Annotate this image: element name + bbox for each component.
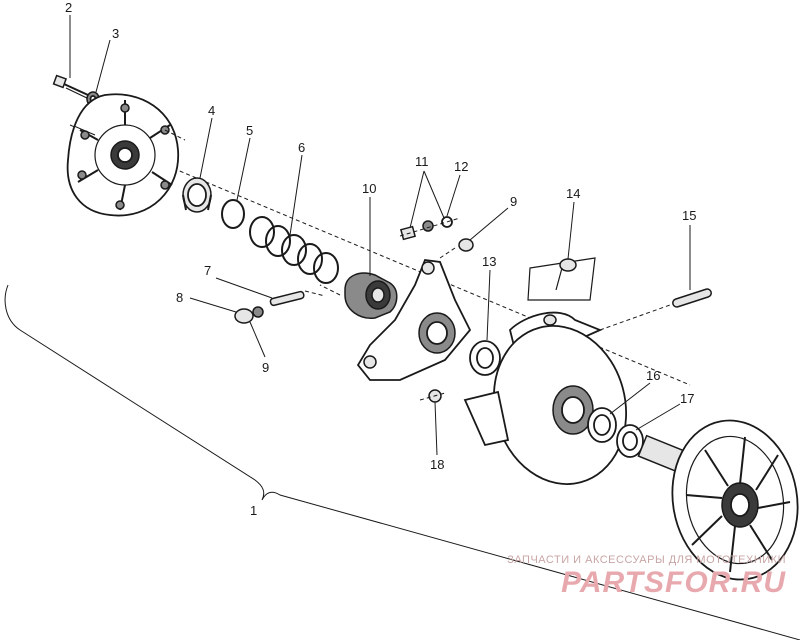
part-2-bolt bbox=[52, 74, 90, 100]
part-10-cup bbox=[344, 272, 398, 319]
callout-11: 11 bbox=[415, 154, 429, 169]
part-11-12-hardware bbox=[399, 216, 461, 241]
callout-17: 17 bbox=[680, 391, 694, 406]
callout-5: 5 bbox=[246, 123, 253, 138]
callout-3: 3 bbox=[112, 26, 119, 41]
part-1-bracket bbox=[4, 284, 800, 640]
callout-15: 15 bbox=[682, 208, 696, 223]
callout-14: 14 bbox=[566, 186, 580, 201]
cover-plate bbox=[66, 93, 179, 217]
callout-18: 18 bbox=[430, 457, 444, 472]
part-18-screw bbox=[419, 389, 446, 403]
callout-7: 7 bbox=[204, 263, 211, 278]
callout-4: 4 bbox=[208, 103, 215, 118]
callout-6: 6 bbox=[298, 140, 305, 155]
part-13-washer bbox=[469, 340, 501, 376]
part-8-9-button bbox=[234, 306, 264, 324]
part-5-snap-ring bbox=[221, 199, 245, 229]
moveable-sheave bbox=[463, 311, 628, 485]
callout-9-upper: 9 bbox=[510, 194, 517, 209]
callout-1: 1 bbox=[250, 503, 257, 518]
part-9-upper-button bbox=[439, 238, 474, 259]
part-16-bushing bbox=[587, 407, 617, 443]
callout-2: 2 bbox=[65, 0, 72, 15]
part-15-pin bbox=[599, 288, 712, 331]
part-4-bushing bbox=[182, 177, 212, 213]
part-6-spring bbox=[249, 216, 339, 284]
callout-16: 16 bbox=[646, 368, 660, 383]
callout-9-lower: 9 bbox=[262, 360, 269, 375]
part-7-pin bbox=[269, 290, 305, 307]
fixed-sheave bbox=[637, 419, 799, 581]
part-17-washer bbox=[616, 424, 644, 458]
part-14-decal bbox=[527, 257, 596, 301]
callout-10: 10 bbox=[362, 181, 376, 196]
callout-8: 8 bbox=[176, 290, 183, 305]
callout-13: 13 bbox=[482, 254, 496, 269]
cam-bracket bbox=[356, 259, 472, 381]
callout-12: 12 bbox=[454, 159, 468, 174]
